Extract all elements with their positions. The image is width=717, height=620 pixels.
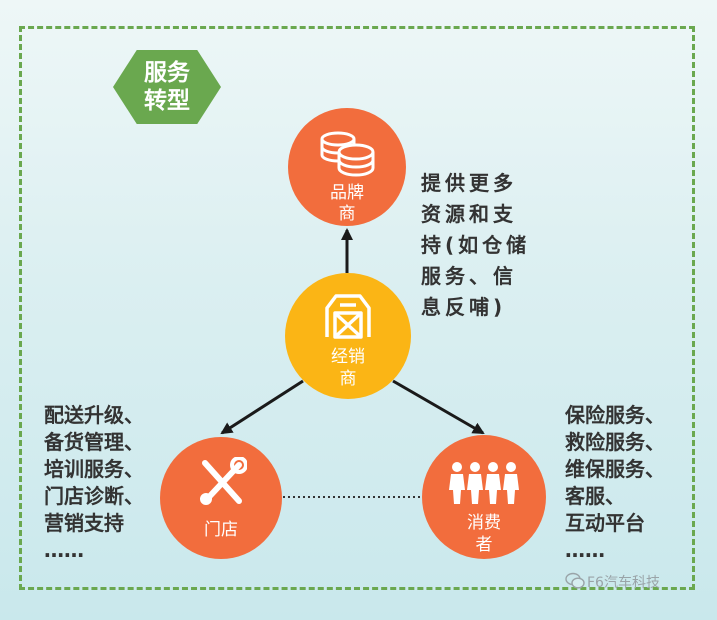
consumer-desc-line: 维保服务、 — [565, 457, 665, 481]
coins-icon — [320, 131, 375, 177]
brand-label-1: 品牌 — [330, 183, 364, 203]
brand-desc-line: 提供更多 — [421, 171, 517, 195]
consumer-label-2: 者 — [475, 535, 493, 555]
consumer-description: 保险服务、 救险服务、 维保服务、 客服、 互动平台 …… — [565, 402, 665, 564]
store-desc-line: 配送升级、 — [44, 403, 144, 427]
consumer-label-1: 消费 — [467, 513, 501, 533]
store-node: 门店 — [160, 437, 282, 559]
dealer-label-1: 经销 — [331, 347, 365, 367]
consumer-desc-line: …… — [565, 538, 605, 562]
brand-description: 提供更多 资源和支 持(如仓储 服务、信 息反哺) — [421, 168, 530, 323]
consumer-node: 消费 者 — [422, 435, 546, 559]
brand-desc-line: 资源和支 — [421, 202, 517, 226]
brand-label-2: 商 — [338, 204, 356, 224]
wrench-screwdriver-icon — [200, 457, 247, 505]
consumer-desc-line: 救险服务、 — [565, 430, 665, 454]
watermark-text: F6汽车科技 — [587, 575, 660, 591]
store-label: 门店 — [204, 520, 238, 540]
brand-desc-line: 息反哺) — [421, 295, 507, 319]
badge-line-1: 服务 — [144, 60, 190, 86]
arrow-dealer-to-consumer — [392, 379, 485, 435]
brand-node: 品牌 商 — [288, 108, 406, 226]
consumer-desc-line: 客服、 — [565, 484, 625, 508]
store-desc-line: 门店诊断、 — [44, 484, 144, 508]
arrow-dealer-to-store — [220, 379, 304, 435]
brand-desc-line: 服务、信 — [421, 264, 517, 288]
store-desc-line: …… — [44, 538, 84, 562]
service-transformation-badge: 服务 转型 — [113, 50, 221, 124]
dealer-node: 经销 商 — [285, 273, 411, 399]
people-icon — [449, 462, 519, 504]
brand-desc-line: 持(如仓储 — [421, 233, 531, 257]
consumer-desc-line: 互动平台 — [565, 511, 645, 535]
store-desc-line: 备货管理、 — [44, 430, 144, 454]
dealer-label-2: 商 — [339, 369, 357, 389]
store-description: 配送升级、 备货管理、 培训服务、 门店诊断、 营销支持 …… — [44, 402, 144, 564]
consumer-desc-line: 保险服务、 — [565, 403, 665, 427]
wechat-icon — [565, 572, 585, 589]
store-desc-line: 培训服务、 — [44, 457, 144, 481]
badge-line-2: 转型 — [144, 88, 190, 114]
barn-icon — [325, 294, 371, 339]
dashed-frame — [19, 26, 695, 590]
store-desc-line: 营销支持 — [44, 511, 124, 535]
